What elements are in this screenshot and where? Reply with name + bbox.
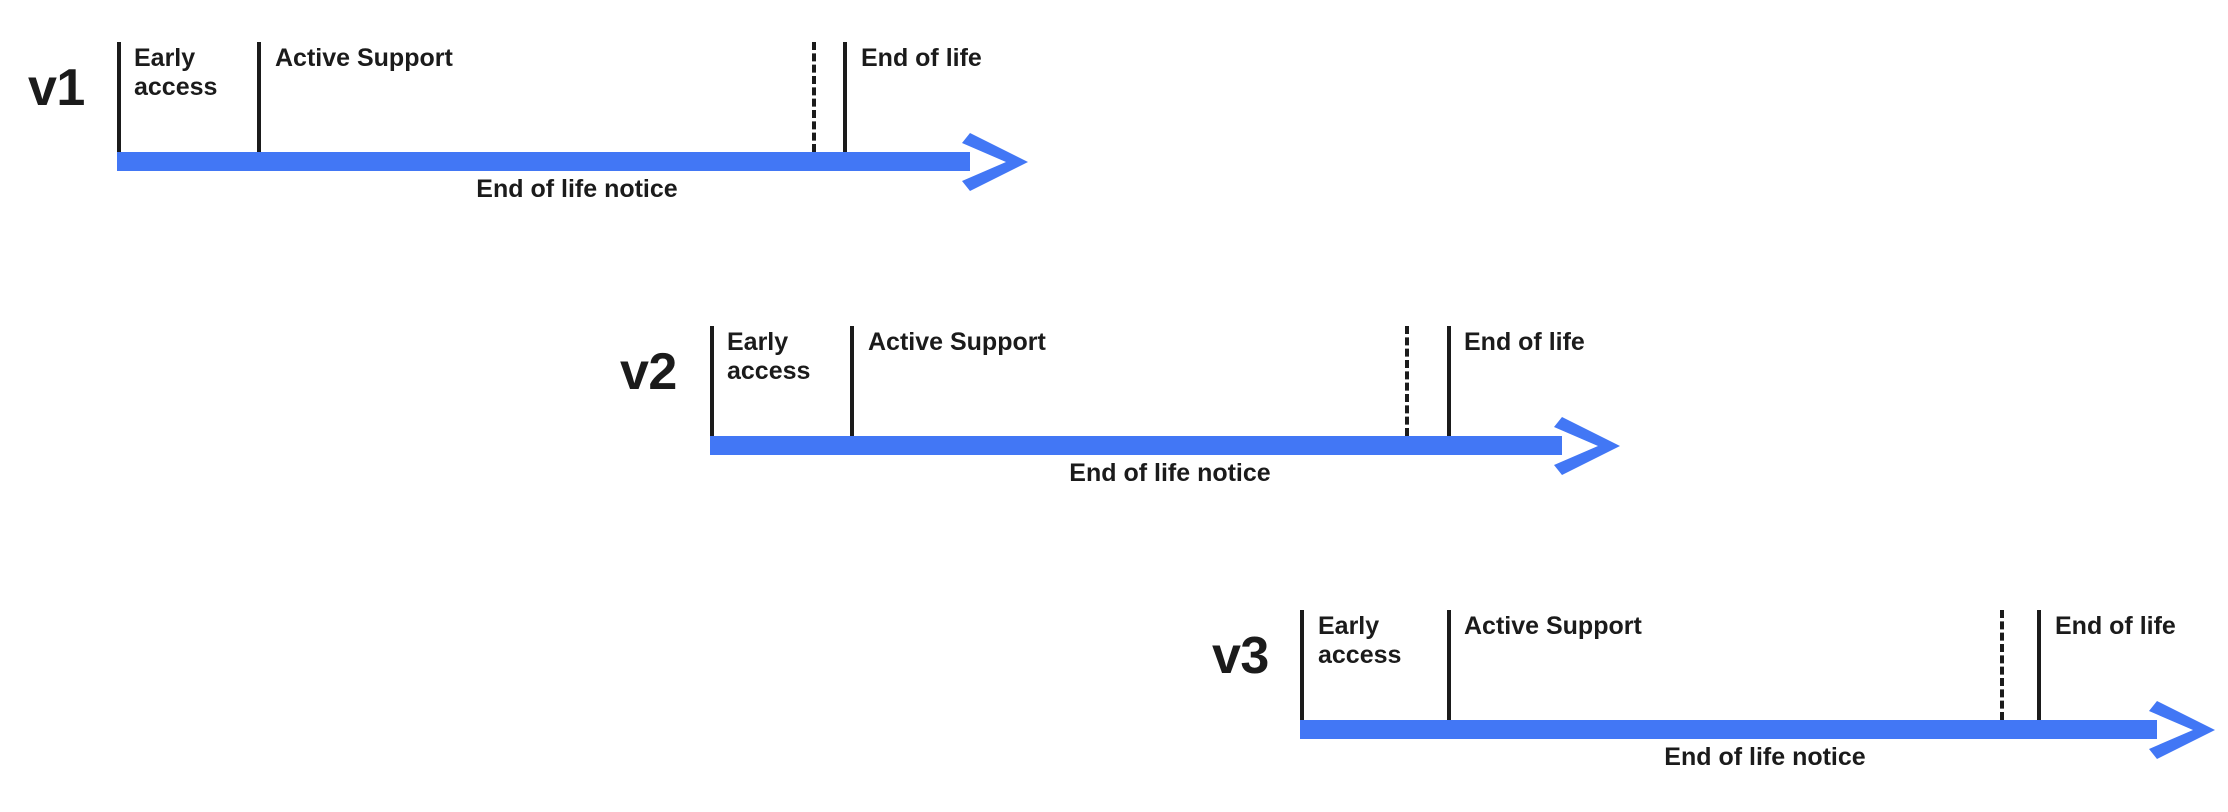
phase-label-active-support-v2: Active Support — [868, 328, 1046, 356]
end-of-life-notice-marker-v3 — [2000, 610, 2004, 720]
arrow-head-icon-v2 — [1554, 417, 1620, 475]
end-of-life-start-divider-v3 — [2037, 610, 2041, 720]
phase-label-active-support-v3: Active Support — [1464, 612, 1642, 640]
version-label-v2: v2 — [620, 343, 677, 401]
phase-label-early-access-v2: Early access — [727, 328, 811, 385]
phase-label-early-access-v3: Early access — [1318, 612, 1402, 669]
lifecycle-bar-v1 — [117, 152, 970, 171]
early-access-start-divider-v1 — [117, 42, 121, 152]
end-of-life-notice-label-v3: End of life notice — [1664, 743, 1866, 771]
active-support-start-divider-v2 — [850, 326, 854, 436]
early-access-start-divider-v2 — [710, 326, 714, 436]
phase-label-end-of-life-v2: End of life — [1464, 328, 1585, 356]
end-of-life-start-divider-v1 — [843, 42, 847, 152]
end-of-life-notice-marker-v1 — [812, 42, 816, 152]
end-of-life-start-divider-v2 — [1447, 326, 1451, 436]
timeline-row-v2: v2 Early access Active Support End of li… — [0, 284, 1700, 514]
phase-label-end-of-life-v1: End of life — [861, 44, 982, 72]
lifecycle-bar-v3 — [1300, 720, 2157, 739]
end-of-life-notice-label-v1: End of life notice — [476, 175, 678, 203]
phase-label-end-of-life-v3: End of life — [2055, 612, 2176, 640]
arrow-head-icon-v3 — [2149, 701, 2215, 759]
timeline-row-v3: v3 Early access Active Support End of li… — [0, 568, 2228, 812]
timeline-row-v1: v1 Early access Active Support End of li… — [0, 0, 1100, 230]
version-label-v1: v1 — [28, 59, 85, 117]
end-of-life-notice-label-v2: End of life notice — [1069, 459, 1271, 487]
early-access-start-divider-v3 — [1300, 610, 1304, 720]
arrow-head-icon-v1 — [962, 133, 1028, 191]
phase-label-early-access-v1: Early access — [134, 44, 218, 101]
phase-label-active-support-v1: Active Support — [275, 44, 453, 72]
active-support-start-divider-v1 — [257, 42, 261, 152]
lifecycle-bar-v2 — [710, 436, 1562, 455]
active-support-start-divider-v3 — [1447, 610, 1451, 720]
end-of-life-notice-marker-v2 — [1405, 326, 1409, 436]
version-label-v3: v3 — [1212, 627, 1269, 685]
